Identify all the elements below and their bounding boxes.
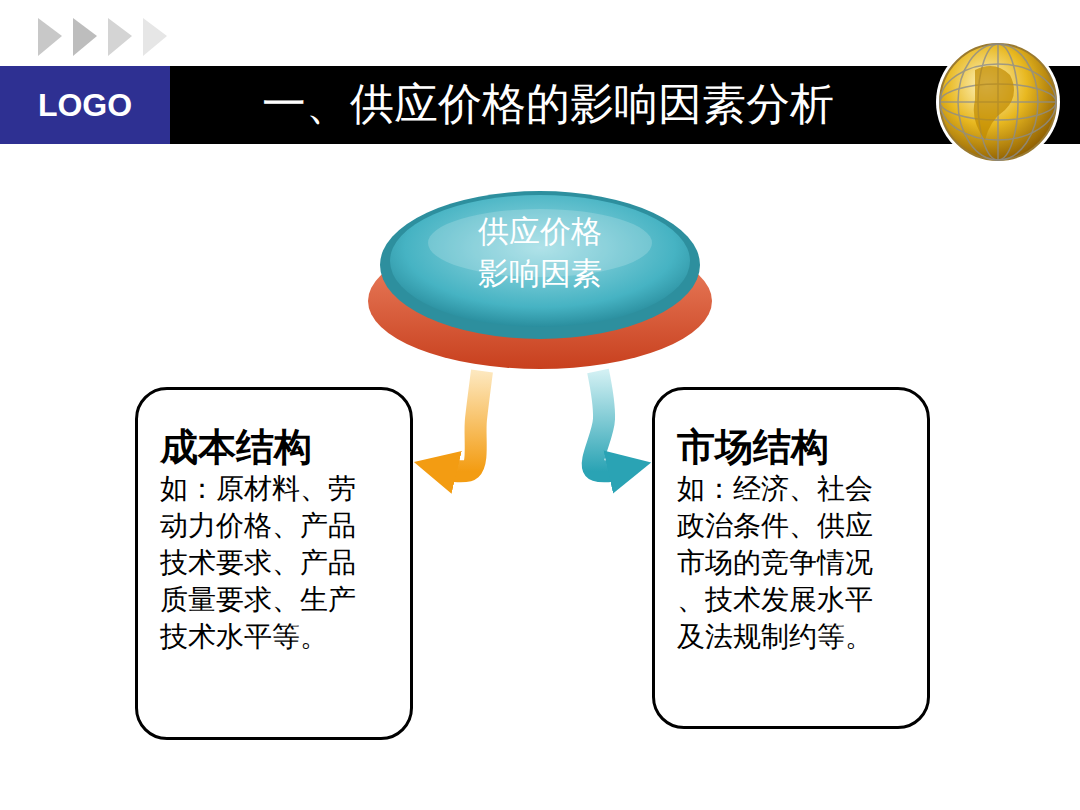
globe	[936, 40, 1060, 164]
title-bar	[0, 66, 1080, 144]
logo-box	[0, 66, 170, 144]
curved-arrow	[593, 371, 622, 471]
market-box: 市场结构如：经济、社会 政治条件、供应 市场的竞争情况 、技术发展水平 及法规制…	[652, 387, 930, 729]
chevrons	[38, 18, 167, 56]
box-body: 如：原材料、劳 动力价格、产品 技术要求、产品 质量要求、生产 技术水平等。	[160, 470, 362, 655]
curved-arrow	[443, 371, 482, 471]
box-body: 如：经济、社会 政治条件、供应 市场的竞争情况 、技术发展水平 及法规制约等。	[677, 470, 879, 655]
center-oval: 供应价格 影响因素	[365, 183, 715, 371]
cost-box: 成本结构如：原材料、劳 动力价格、产品 技术要求、产品 质量要求、生产 技术水平…	[135, 387, 413, 740]
slide-title: 一、供应价格的影响因素分析	[262, 72, 834, 138]
box-heading: 成本结构	[160, 424, 390, 470]
logo-text: LOGO	[0, 66, 170, 144]
box-heading: 市场结构	[677, 424, 907, 470]
oval-label: 供应价格 影响因素	[473, 211, 606, 295]
